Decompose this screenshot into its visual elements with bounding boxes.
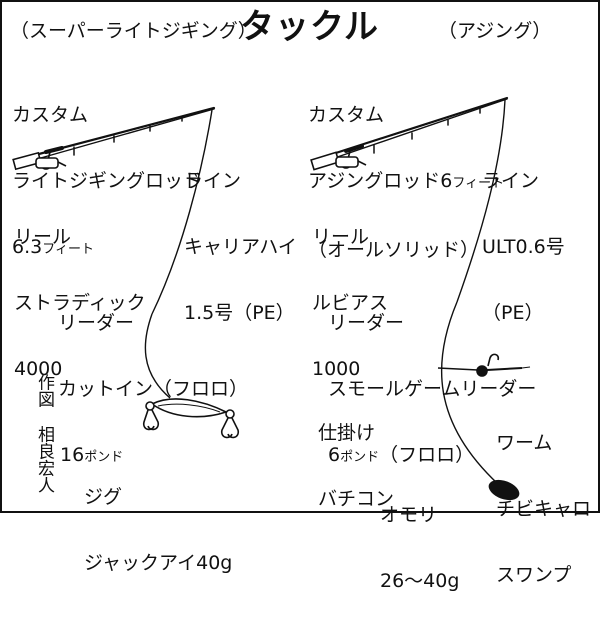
left-jig-label-line2: ジャックアイ40g [84, 552, 233, 574]
left-leader-line [144, 313, 171, 399]
left-line-label-line3: 1.5号（PE） [184, 302, 295, 324]
right-rod-label-line2: アジングロッド6フィート [308, 170, 504, 195]
sinker-label: オモリ 26〜40g [380, 460, 459, 636]
right-line-label-line2: ULT0.6号 [482, 236, 565, 258]
left-rod-label: カスタム ライトジギングロッド 6.3フィート [12, 60, 202, 305]
left-reel-label-line2: ストラディック [14, 292, 146, 314]
worm-label: ワーム チビキャロ スワンプ [496, 388, 591, 630]
right-rod-length-unit: フィート [452, 176, 505, 191]
left-jig [142, 398, 240, 439]
credit-label-line2: 相良宏人 [34, 425, 54, 494]
left-rod-label-line1: カスタム [12, 104, 89, 126]
right-reel [335, 150, 367, 169]
right-line-label-line1: ライン [482, 170, 540, 192]
worm-rig [476, 353, 531, 377]
left-leader-label-line2: カットイン（フロロ） [58, 378, 249, 400]
credit-label-line1: 作図 [34, 373, 54, 408]
credit-author: 相良宏人 [14, 404, 74, 494]
left-rod-label-line3: 6.3フィート [12, 236, 202, 261]
worm-label-line3: スワンプ [496, 564, 572, 586]
left-leader-strength: 16 [60, 444, 85, 466]
left-reel-label-line3: 4000 [14, 358, 63, 380]
tackle-diagram: （スーパーライトジギング） タックル （アジング） カスタム ライトジギングロッ… [0, 0, 600, 592]
right-section-subtitle: （アジング） [438, 20, 552, 42]
left-jig-label: ジグ ジャックアイ40g [84, 442, 232, 618]
left-leader-label-line3: 16ポンド [58, 444, 248, 469]
worm-label-line1: ワーム [496, 432, 553, 454]
right-rod-label-line1: カスタム [308, 104, 385, 126]
right-leader-strength-unit: ポンド [340, 450, 380, 465]
left-reel-label: リール ストラディック 4000 [14, 182, 146, 424]
left-line-label-line2: キャリアハイ [184, 236, 297, 258]
right-leader-material: （フロロ） [379, 444, 475, 466]
right-main-line [456, 99, 506, 303]
right-leader-label-line2: スモールゲームリーダー [328, 378, 537, 400]
rig-label: 仕掛け バチコン [318, 378, 394, 554]
left-line-label-line1: ライン [184, 170, 242, 192]
right-rod-label: カスタム アジングロッド6フィート （オールソリッド） [308, 60, 504, 305]
left-rod-label-line2: ライトジギングロッド [12, 170, 203, 192]
right-reel-label-line2: ルビアス [312, 292, 389, 314]
right-rod-model: アジングロッド6 [308, 170, 453, 192]
right-leader-label: リーダー スモールゲームリーダー 6ポンド（フロロ） [328, 268, 536, 513]
illustration-layer [12, 96, 531, 501]
sinker-label-line2: 26〜40g [380, 570, 460, 592]
rig-label-line2: バチコン [318, 488, 395, 510]
left-main-line [151, 109, 213, 315]
sinker-weight [488, 479, 520, 501]
right-rod [310, 96, 509, 171]
left-line-label: ライン キャリアハイ 1.5号（PE） [184, 126, 297, 368]
left-reel [35, 151, 67, 170]
right-leader-label-line1: リーダー [328, 312, 405, 334]
page-title: タックル [240, 7, 379, 47]
right-reel-label-line3: 1000 [312, 358, 361, 380]
left-rod-length: 6.3 [12, 236, 43, 258]
left-reel-label-line1: リール [14, 226, 72, 248]
right-leader-label-line3: 6ポンド（フロロ） [328, 444, 536, 469]
left-rod-length-unit: フィート [42, 242, 94, 257]
right-line-label: ライン ULT0.6号 （PE） [482, 126, 565, 368]
right-reel-label: リール ルビアス 1000 [312, 182, 388, 424]
sinker-label-line1: オモリ [380, 504, 438, 526]
right-line-label-line3: （PE） [482, 302, 544, 324]
right-rod-label-line3: （オールソリッド） [308, 239, 480, 261]
right-reel-label-line1: リール [312, 226, 370, 248]
left-jig-label-line1: ジグ [84, 486, 123, 508]
left-section-subtitle: （スーパーライトジギング） [10, 20, 257, 42]
right-leader-line [440, 301, 499, 485]
worm-label-line2: チビキャロ [496, 498, 592, 520]
credit-label: 作図 [14, 352, 74, 408]
branch-line [437, 367, 479, 371]
right-leader-strength: 6 [328, 444, 341, 466]
left-leader-label-line1: リーダー [58, 312, 135, 334]
rig-label-line1: 仕掛け [318, 422, 376, 444]
left-leader-label: リーダー カットイン（フロロ） 16ポンド [58, 268, 248, 513]
left-leader-strength-unit: ポンド [84, 450, 124, 465]
